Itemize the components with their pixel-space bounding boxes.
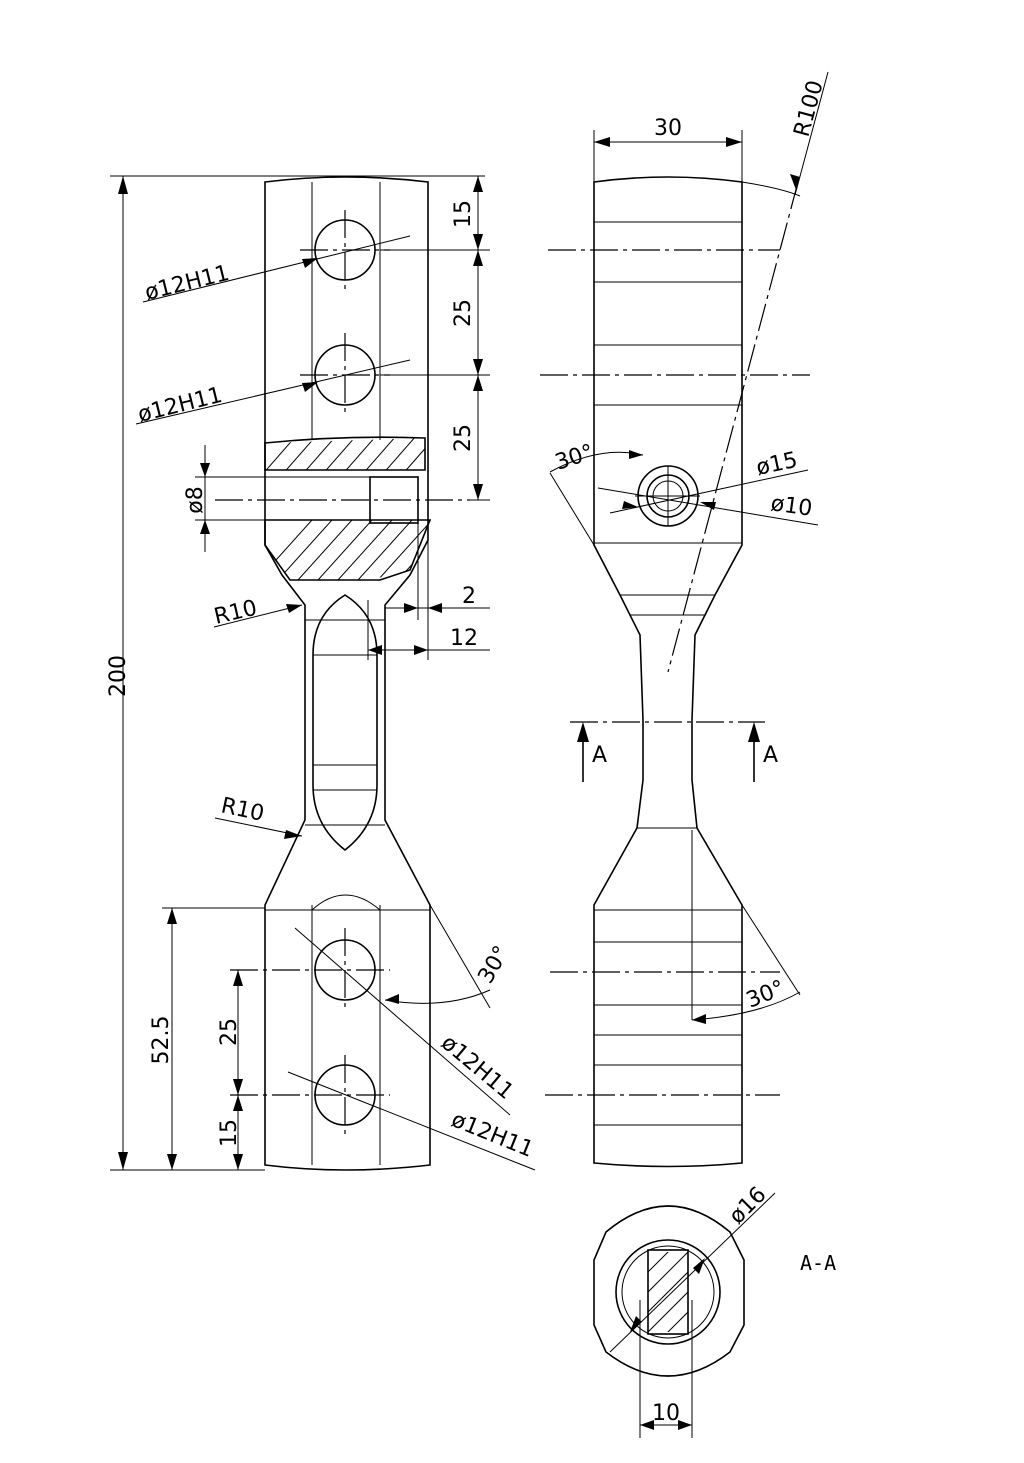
dim-taper-angle: 30° bbox=[384, 904, 515, 1009]
dim-pitch-mid-1-label: 25 bbox=[451, 299, 476, 327]
chamfer-bottom-label: 30° bbox=[743, 976, 789, 1014]
dim-overall-label: 200 bbox=[106, 655, 131, 697]
side-outline bbox=[593, 176, 743, 1168]
section-mark-right: A bbox=[748, 722, 778, 782]
front-outline bbox=[264, 176, 431, 1171]
dim-chamfer-top: 30° bbox=[549, 440, 644, 546]
section-mark-left: A bbox=[577, 722, 607, 782]
bottom-height-label: 52.5 bbox=[149, 1016, 174, 1065]
fillet-lower-label: R10 bbox=[219, 793, 267, 826]
section-title: A-A bbox=[800, 1251, 836, 1275]
step-dim-2-label: 12 bbox=[450, 626, 478, 651]
section-diameter-label: ø16 bbox=[725, 1182, 772, 1229]
crown-radius-centerline bbox=[667, 181, 799, 673]
hole-lower-2-label: ø12H11 bbox=[448, 1107, 537, 1162]
slot-outline bbox=[312, 594, 378, 852]
dim-bottom-left: 52.5 25 15 bbox=[149, 907, 265, 1170]
section-outer bbox=[593, 1205, 745, 1377]
hatch-lines-bottom bbox=[265, 520, 430, 580]
front-view: 200 15 25 25 ø12H11 ø12H11 bbox=[106, 175, 537, 1171]
dim-overall-200: 200 bbox=[106, 175, 485, 1171]
hole-lower-1 bbox=[230, 928, 390, 1012]
dim-chamfer-bottom: 30° bbox=[691, 904, 801, 1024]
hatch-lines-top bbox=[265, 438, 425, 470]
dim-width: 30 bbox=[593, 116, 743, 182]
leader-fillet-upper: R10 bbox=[212, 596, 303, 630]
chamfer-top-label: 30° bbox=[552, 440, 597, 476]
leader-fillet-lower: R10 bbox=[214, 793, 303, 839]
hole-lower-2 bbox=[230, 1055, 390, 1135]
dim-pitch-right: 15 25 25 bbox=[380, 176, 490, 501]
leader-hole-upper-1: ø12H11 bbox=[142, 235, 411, 306]
fillet-upper-label: R10 bbox=[212, 596, 260, 630]
bore-outer-label: ø15 bbox=[754, 448, 800, 481]
section-circle bbox=[615, 1239, 721, 1345]
section-flat-label: 10 bbox=[652, 1401, 680, 1426]
dim-pitch-top-label: 15 bbox=[451, 200, 476, 228]
cross-hole-label: ø8 bbox=[183, 486, 208, 513]
side-view: 30 R100 ø15 ø10 30° bbox=[540, 71, 829, 1168]
bore-inner-label: ø10 bbox=[769, 491, 814, 522]
hole-upper-2-label: ø12H11 bbox=[135, 383, 224, 428]
hatch-region-bottom bbox=[264, 519, 432, 581]
dim-bore: ø15 ø10 bbox=[597, 448, 819, 526]
hole-upper-1 bbox=[300, 210, 390, 290]
section-inner-circle bbox=[621, 1245, 715, 1339]
hole-upper-1-label: ø12H11 bbox=[142, 261, 231, 306]
hole-lower-1-label: ø12H11 bbox=[436, 1030, 518, 1104]
svg-text:A: A bbox=[763, 743, 778, 768]
dim-cross-hole: ø8 bbox=[183, 445, 265, 552]
hatch-region-top bbox=[264, 436, 426, 471]
bottom-pitch-label: 25 bbox=[217, 1018, 242, 1046]
crown-radius-label: R100 bbox=[790, 78, 829, 140]
dim-crown-radius: R100 bbox=[741, 71, 829, 197]
taper-angle-label: 30° bbox=[474, 942, 515, 988]
svg-text:A: A bbox=[592, 743, 607, 768]
width-label: 30 bbox=[654, 116, 682, 141]
bottom-end-label: 15 bbox=[217, 1119, 242, 1147]
step-dim-label: 2 bbox=[462, 584, 476, 609]
dim-pitch-mid-2-label: 25 bbox=[451, 424, 476, 452]
front-bottom-arc bbox=[311, 894, 381, 911]
dim-section-flat: 10 bbox=[639, 1300, 693, 1438]
section-view: ø16 10 A-A bbox=[593, 1182, 836, 1438]
section-hatch bbox=[648, 1252, 688, 1332]
hole-upper-2 bbox=[300, 333, 390, 415]
dim-step: 2 12 bbox=[367, 523, 490, 660]
